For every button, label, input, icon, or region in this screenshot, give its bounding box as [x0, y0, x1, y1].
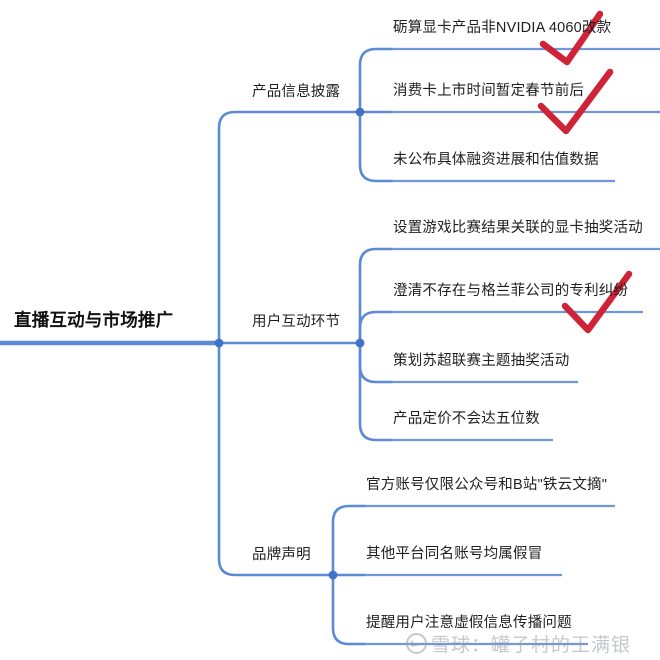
branch-1-leaf-1-connector: [358, 47, 394, 114]
branch-2-leaf-3-connector: [358, 341, 394, 384]
branch-label-user-interaction[interactable]: 用户互动环节: [252, 314, 341, 330]
leaf-label-2-3[interactable]: 策划苏超联赛主题抽奖活动: [393, 353, 570, 369]
leaf-label-2-1[interactable]: 设置游戏比赛结果关联的显卡抽奖活动: [393, 220, 643, 236]
branch-3-leaf-1-connector: [331, 504, 367, 577]
junction-dot-branch-2: [355, 338, 365, 348]
leaf-label-1-3[interactable]: 未公布具体融资进展和估值数据: [393, 152, 599, 168]
watermark: 雪球：罐子村的王满银: [406, 630, 631, 657]
branch-label-product-disclosure[interactable]: 产品信息披露: [252, 84, 341, 100]
branch-2-leaf-2-connector: [358, 310, 394, 345]
branch-1-leaf-3-connector: [358, 110, 394, 183]
annotation-checkmark-2: [537, 68, 614, 135]
junction-dot-branch-1: [355, 107, 365, 117]
branch-3-leaf-3-connector: [331, 573, 367, 646]
branch-2-leaf-1-connector: [358, 247, 394, 345]
trunk-to-branch-1: [217, 110, 362, 345]
leaf-label-1-2[interactable]: 消费卡上市时间暂定春节前后: [393, 83, 585, 99]
leaf-label-2-4[interactable]: 产品定价不会达五位数: [393, 411, 540, 427]
junction-dot-root: [214, 338, 224, 348]
leaf-label-3-1[interactable]: 官方账号仅限公众号和B站"铁云文摘": [366, 477, 608, 493]
annotation-checkmark-3: [561, 270, 633, 334]
leaf-label-2-2[interactable]: 澄清不存在与格兰菲公司的专利纠纷: [393, 283, 629, 299]
leaf-label-3-3[interactable]: 提醒用户注意虚假信息传播问题: [366, 615, 572, 631]
trunk-to-branch-3: [217, 341, 335, 577]
junction-dot-branch-3: [328, 570, 338, 580]
leaf-label-1-1[interactable]: 砺算显卡产品非NVIDIA 4060改款: [393, 20, 612, 36]
annotation-checkmark-1: [539, 10, 604, 66]
root-node-label[interactable]: 直播互动与市场推广: [14, 310, 174, 330]
branch-2-leaf-4-connector: [358, 341, 394, 442]
watermark-text: 雪球：罐子村的王满银: [431, 635, 632, 656]
leaf-label-3-2[interactable]: 其他平台同名账号均属假冒: [366, 546, 543, 562]
branch-label-brand-statement[interactable]: 品牌声明: [252, 547, 311, 563]
watermark-logo-icon: [406, 633, 427, 654]
